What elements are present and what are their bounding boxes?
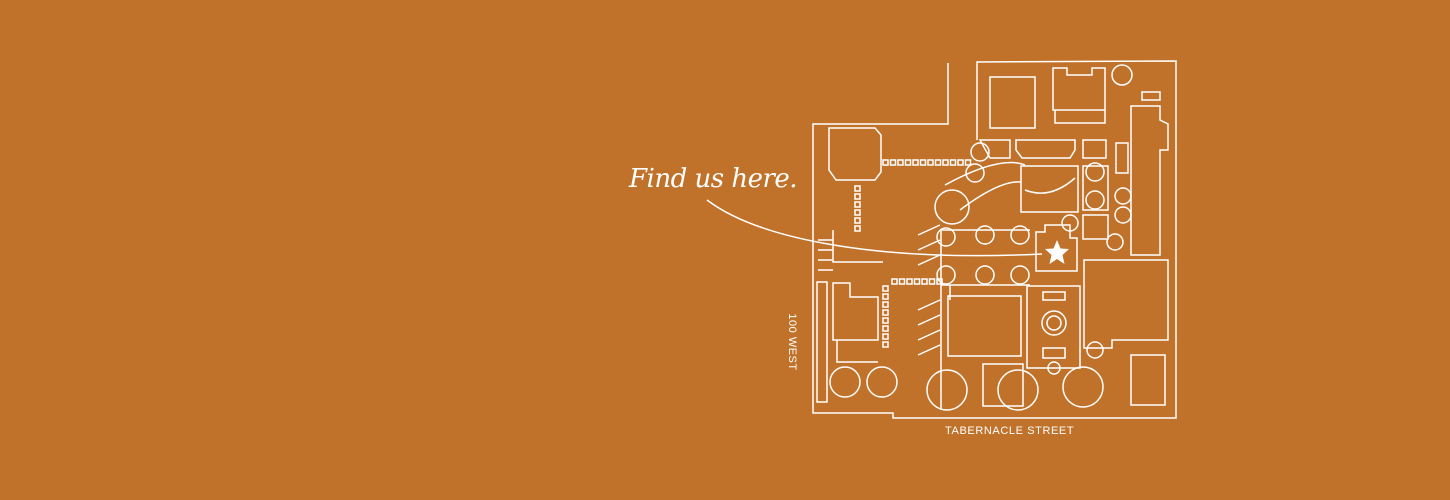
trees <box>829 64 1133 411</box>
paver <box>854 209 861 216</box>
street-label-100-west: 100 WEST <box>786 313 798 371</box>
tree <box>1010 265 1030 285</box>
building <box>816 281 828 403</box>
street-label-tabernacle: TABERNACLE STREET <box>945 425 1075 437</box>
building <box>1130 354 1166 406</box>
paver <box>882 293 889 300</box>
tree <box>1106 233 1124 251</box>
courtyard <box>1020 165 1079 213</box>
walkway <box>818 230 883 271</box>
paver <box>854 201 861 208</box>
fountain-frame <box>1042 291 1066 301</box>
building <box>1082 214 1109 240</box>
direction-arrow <box>706 199 1043 257</box>
fountain <box>1047 361 1061 375</box>
paver <box>897 159 904 166</box>
tree <box>1086 341 1104 359</box>
paver <box>904 159 912 166</box>
building <box>832 282 879 363</box>
paver <box>964 159 972 166</box>
tree <box>1061 214 1079 232</box>
tree <box>829 366 861 398</box>
paver <box>889 159 897 166</box>
tree <box>965 163 985 183</box>
tree <box>970 142 990 162</box>
tree <box>926 369 968 411</box>
tree <box>1085 190 1105 210</box>
building <box>1083 259 1169 349</box>
paver <box>927 159 934 166</box>
path <box>944 161 1076 211</box>
fountain <box>1046 315 1062 331</box>
paver <box>949 159 957 166</box>
paver <box>919 159 927 166</box>
tree <box>866 366 898 398</box>
paver <box>882 309 889 316</box>
building <box>1115 142 1129 174</box>
paver <box>913 278 921 285</box>
map-outlines <box>812 60 1177 419</box>
paver <box>854 185 861 192</box>
paver <box>882 285 889 292</box>
paver <box>912 159 919 166</box>
tree <box>936 265 956 285</box>
building <box>1042 347 1066 359</box>
paver <box>898 278 906 285</box>
tree <box>1114 206 1132 224</box>
paver <box>942 159 949 166</box>
tree <box>975 265 995 285</box>
building <box>1082 165 1109 211</box>
paver <box>854 193 861 200</box>
paver <box>854 225 861 232</box>
building <box>828 127 882 181</box>
building <box>982 363 1024 407</box>
star-icon <box>1045 240 1069 264</box>
tree <box>975 225 995 245</box>
tree <box>1114 187 1132 205</box>
paver <box>934 159 942 166</box>
paver <box>882 159 889 166</box>
tree <box>997 369 1039 411</box>
plaza <box>1026 285 1081 369</box>
building <box>978 139 1107 159</box>
paver <box>957 159 964 166</box>
walkway <box>940 229 1030 410</box>
tree <box>936 227 956 247</box>
tree <box>1111 64 1133 86</box>
tree <box>1085 162 1105 182</box>
building <box>947 295 1022 357</box>
paver <box>882 333 889 340</box>
tree <box>934 189 970 225</box>
paver <box>928 278 936 285</box>
tree <box>1010 225 1030 245</box>
fountain <box>1041 310 1067 336</box>
tree <box>1062 366 1104 408</box>
paver <box>882 325 889 332</box>
paver <box>882 301 889 308</box>
marker-building <box>1035 224 1078 272</box>
building <box>989 76 1036 129</box>
site-boundary <box>812 60 1177 419</box>
paver <box>882 341 889 348</box>
building <box>1052 67 1106 124</box>
paver <box>891 278 898 285</box>
building <box>1130 91 1169 256</box>
paver <box>906 278 913 285</box>
parking-stripes <box>917 224 941 356</box>
paver <box>936 278 943 285</box>
find-us-label: Find us here. <box>629 164 798 194</box>
paver <box>854 217 861 224</box>
paver <box>882 317 889 324</box>
paver-rows <box>854 159 972 348</box>
paver <box>921 278 928 285</box>
